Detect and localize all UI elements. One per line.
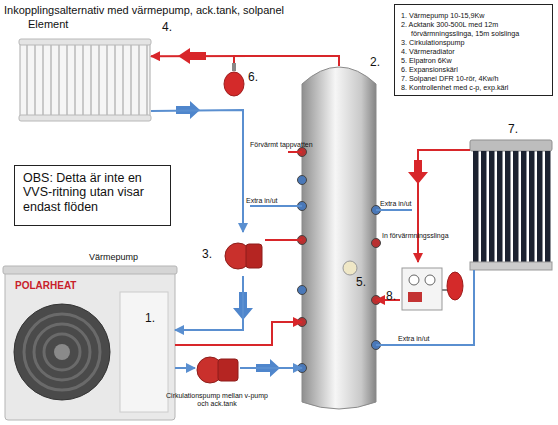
- flow-arrow: [178, 48, 206, 64]
- solar-header: [470, 140, 552, 151]
- expansion-vessel: 6.: [224, 63, 244, 97]
- tank-port: [298, 318, 307, 327]
- control-pipe: [442, 289, 447, 291]
- flow-arrow: [408, 160, 428, 184]
- radiator-label: Element: [28, 18, 68, 31]
- pipe-connector: [175, 367, 195, 369]
- port-label: In förvärmningsslinga: [382, 232, 449, 240]
- immersion-heater: [343, 261, 357, 275]
- callout-number: 4.: [162, 21, 172, 35]
- pipe-connector: [151, 56, 339, 66]
- fan-ring: [24, 314, 100, 390]
- stub-pipe: [288, 151, 302, 153]
- key-box: 1. Värmepump 10-15,9Kw2. Acktank 300-500…: [394, 4, 553, 96]
- fan-grille: [14, 304, 110, 400]
- callout-number: 1.: [145, 312, 155, 326]
- port-label: Extra in/ut: [398, 335, 430, 343]
- fan-ring: [44, 334, 80, 370]
- radiator-body: [20, 42, 150, 118]
- callout-number: 6.: [248, 71, 258, 85]
- note-box: OBS: Detta är inte en VVS-ritning utan v…: [14, 165, 171, 226]
- circulation-pump: 3.: [222, 232, 264, 276]
- solar-panel: 7.: [470, 140, 552, 270]
- brand-logo: POLARHEAT: [15, 280, 76, 292]
- port-label: Förvärmt tappvatten: [250, 141, 313, 149]
- pipe-connector: [376, 299, 400, 301]
- key-item: 7. Solpanel DFR 10-rör, 4Kw/h: [401, 74, 548, 83]
- pipe-connector: [234, 56, 339, 66]
- callout-number: 5.: [356, 276, 366, 289]
- pipe-connector: [240, 367, 302, 369]
- stub-pipe: [376, 209, 412, 211]
- port-label: Extra in/ut: [246, 197, 278, 205]
- callout-number: 2.: [370, 56, 380, 70]
- key-item: 3. Cirkulationspump: [401, 38, 548, 47]
- solar-tubes: [472, 151, 552, 262]
- pipe-connector: [418, 150, 470, 262]
- flow-arrow: [176, 101, 200, 119]
- pump-motor: [246, 244, 262, 268]
- gauge: [409, 275, 419, 285]
- side-panel: [120, 292, 168, 412]
- solar-bottom-rail: [470, 262, 552, 270]
- stub-pipe: [250, 205, 302, 207]
- pump-caption: Cirkulationspump mellan v-pump och ack.t…: [161, 392, 273, 408]
- control-pump: [408, 292, 422, 302]
- pipe-connector: [151, 110, 243, 232]
- heat-pump-lid: [3, 266, 177, 274]
- key-item: 4. Värmeradiator: [401, 47, 548, 56]
- gauge: [425, 275, 435, 285]
- accumulator-tank: 2.: [302, 66, 376, 412]
- tank-port: [372, 296, 381, 305]
- key-item: 6. Expansionskärl: [401, 65, 548, 74]
- control-unit: 8.: [400, 262, 465, 312]
- pipe-connector: [376, 270, 474, 345]
- stub-pipe: [265, 239, 302, 241]
- fan-hub: [54, 344, 70, 360]
- tank-body: [302, 67, 376, 409]
- flow-arrow: [256, 359, 280, 377]
- vessel-fitting: [232, 63, 236, 71]
- circulation-pump: Cirkulationspump mellan v-pump och ack.t…: [195, 350, 240, 390]
- note-text: OBS: Detta är inte en VVS-ritning utan v…: [23, 171, 162, 214]
- key-item: 1. Värmepump 10-15,9Kw: [401, 11, 548, 20]
- control-panel: [402, 268, 442, 310]
- tank-port: [298, 176, 307, 185]
- tank-port: [372, 341, 381, 350]
- callout-number: 3.: [202, 248, 212, 262]
- callout-number: 7.: [508, 123, 518, 137]
- key-item: 8. Kontrollenhet med c-p, exp.kärl: [401, 83, 548, 92]
- radiator-bottom-bar: [19, 115, 151, 121]
- key-item: 5. Elpatron 6Kw: [401, 56, 548, 65]
- tank-port: [298, 364, 307, 373]
- pump-motor: [218, 359, 238, 381]
- tank-port: [298, 286, 307, 295]
- heat-pump-body: [5, 270, 175, 420]
- port-label: Extra in/ut: [380, 200, 412, 208]
- expansion-vessel: [224, 72, 244, 96]
- heat-pump-label: Värmepump: [89, 252, 138, 262]
- radiator: Element4.: [20, 40, 151, 121]
- expansion-vessel: [447, 272, 463, 300]
- flow-arrow: [233, 292, 253, 320]
- callout-number: 8.: [386, 290, 396, 304]
- heat-pump: VärmepumpPOLARHEAT1.: [5, 268, 175, 422]
- tank-port: [372, 239, 381, 248]
- radiator-top-bar: [19, 39, 151, 45]
- pipe-connector: [175, 322, 302, 345]
- fan-ring: [34, 324, 90, 380]
- diagram-title: Inkopplingsalternativ med värmepump, ack…: [4, 4, 284, 16]
- pipe-connector: [175, 276, 243, 330]
- key-item: 2. Acktank 300-500L med 12m förvärmnings…: [401, 20, 548, 38]
